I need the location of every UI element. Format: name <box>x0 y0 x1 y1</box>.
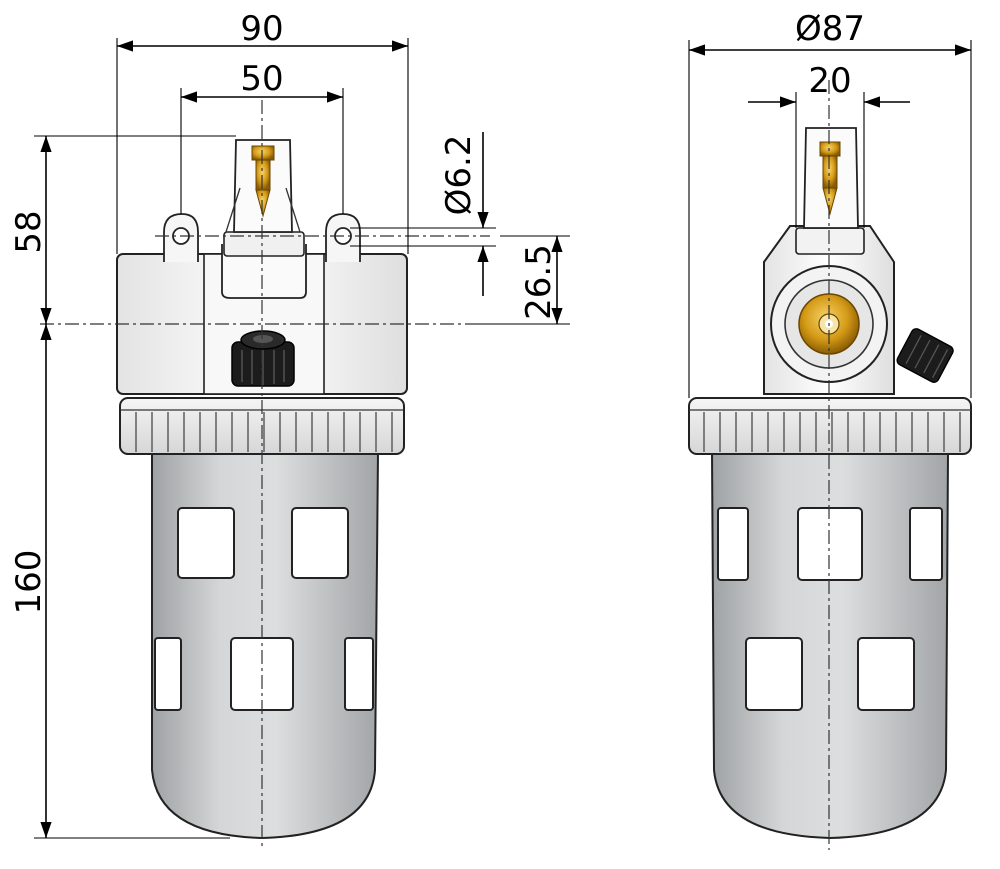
dim-port-offset: 26.5 <box>519 244 559 320</box>
front-body <box>116 231 408 395</box>
front-view <box>40 100 490 850</box>
side-adjust-knob <box>896 328 954 383</box>
dim-bowl-diameter: Ø87 <box>795 9 865 49</box>
front-dimensions: 90 50 Ø6.2 26.5 58 160 <box>9 9 570 839</box>
dim-overall-width: 90 <box>240 9 283 49</box>
front-adjust-knob <box>231 330 295 387</box>
side-collar-ring <box>688 397 972 455</box>
side-view <box>688 80 972 850</box>
dim-top-height: 58 <box>9 210 49 253</box>
dim-port-width: 20 <box>808 61 851 101</box>
side-bowl-windows <box>717 507 943 711</box>
dim-hole-diameter: Ø6.2 <box>439 135 479 216</box>
front-bowl-windows <box>154 507 374 711</box>
dim-mount-spacing: 50 <box>240 59 283 99</box>
side-dimensions: Ø87 20 <box>688 9 972 398</box>
front-sight-dome <box>225 139 301 233</box>
side-sight-dome <box>803 127 859 229</box>
dim-bowl-height: 160 <box>9 550 49 615</box>
side-bowl <box>710 451 950 840</box>
